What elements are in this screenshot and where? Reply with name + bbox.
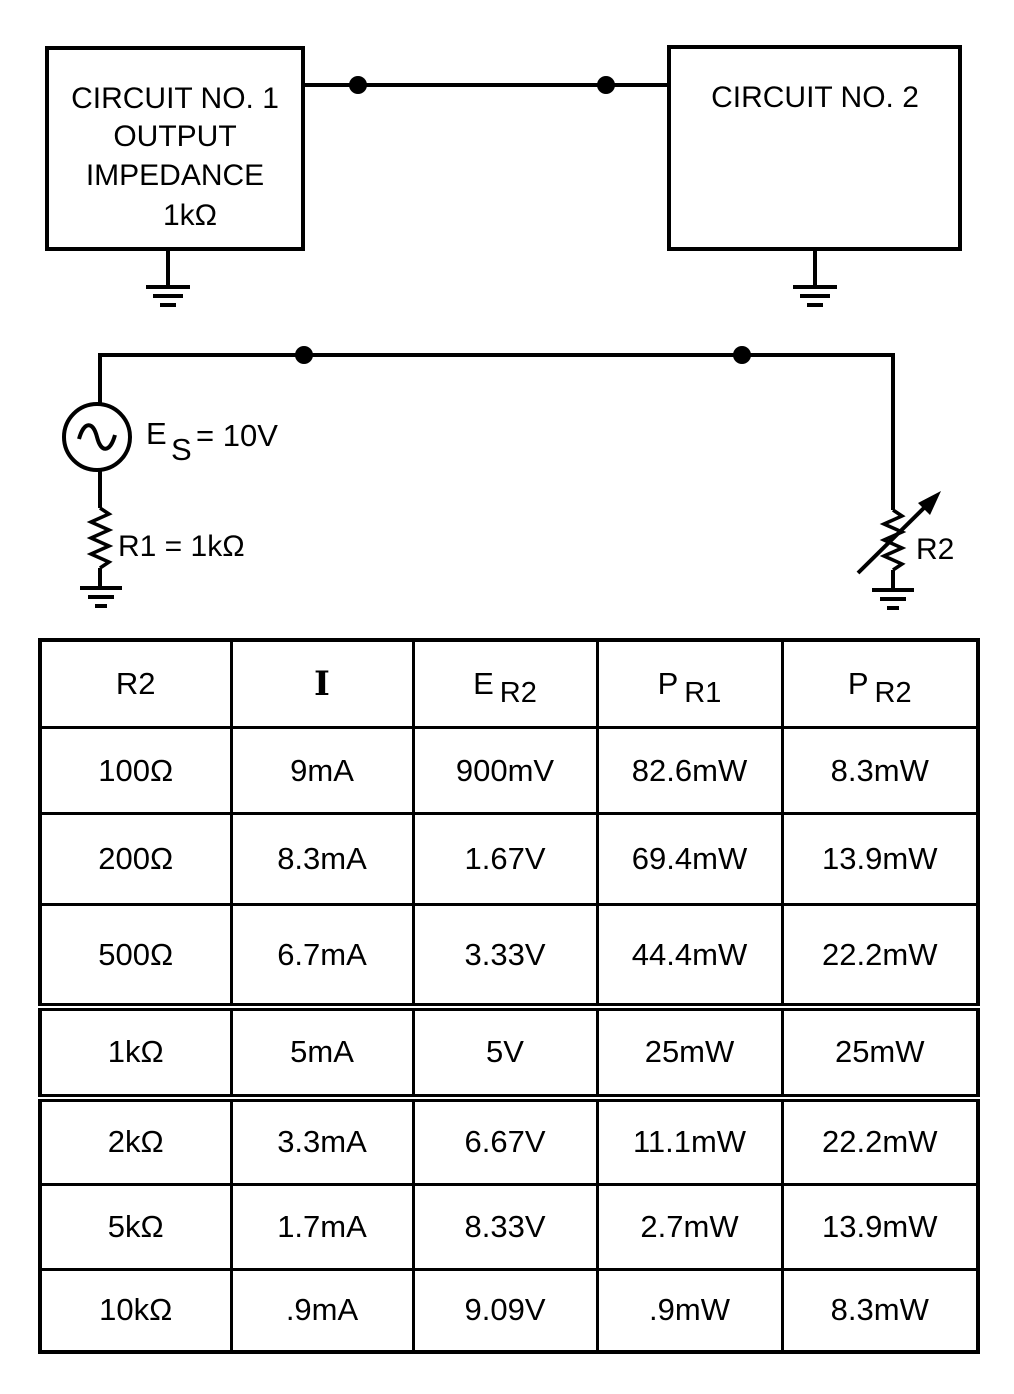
cell-current: 8.3mA	[229, 812, 415, 906]
circuit2-label: CIRCUIT NO. 2	[711, 81, 919, 114]
variable-arrow-icon	[856, 500, 932, 575]
cell-pr2: 8.3mW	[780, 1267, 980, 1354]
circuit1-line4: 1kΩ	[163, 199, 217, 232]
cell-r2: 500Ω	[38, 902, 233, 1012]
circuit1-box	[45, 46, 305, 251]
arrowhead-icon	[918, 491, 941, 515]
r1-label: R1 = 1kΩ	[118, 530, 245, 563]
resistor-icon	[86, 506, 114, 570]
table-row: 100Ω 9mA 900mV 82.6mW 8.3mW	[38, 725, 980, 816]
cell-r2: 5kΩ	[38, 1182, 233, 1271]
table-row: 2kΩ 3.3mA 6.67V 11.1mW 22.2mW	[38, 1096, 980, 1186]
header-r2: R2	[38, 638, 233, 729]
ground-icon	[80, 586, 122, 608]
cell-pr2: 8.3mW	[780, 725, 980, 816]
cell-pr2: 13.9mW	[780, 1182, 980, 1271]
cell-r2: 100Ω	[38, 725, 233, 816]
cell-r2: 200Ω	[38, 812, 233, 906]
circuit1-line3: IMPEDANCE	[86, 159, 264, 192]
cell-r2: 1kΩ	[38, 1005, 233, 1102]
cell-pr1: 11.1mW	[595, 1096, 784, 1186]
cell-er2: 9.09V	[411, 1267, 599, 1354]
cell-pr1: 25mW	[595, 1005, 784, 1102]
ground-icon	[146, 249, 190, 307]
circuit2-box	[667, 45, 962, 251]
junction-dot	[597, 76, 615, 94]
cell-current: 6.7mA	[229, 902, 415, 1012]
cell-current: .9mA	[229, 1267, 415, 1354]
circuit1-line1: CIRCUIT NO. 1	[71, 82, 279, 115]
junction-dot	[349, 76, 367, 94]
table-row: 10kΩ .9mA 9.09V .9mW 8.3mW	[38, 1267, 980, 1354]
cell-current: 9mA	[229, 725, 415, 816]
table-row: 500Ω 6.7mA 3.33V 44.4mW 22.2mW	[38, 902, 980, 1012]
ac-source-icon	[62, 402, 132, 472]
r2-label: R2	[916, 533, 954, 566]
cell-er2: 8.33V	[411, 1182, 599, 1271]
ground-icon	[872, 588, 914, 610]
cell-r2: 2kΩ	[38, 1096, 233, 1186]
source-value: = 10V	[196, 418, 278, 453]
header-current: I	[229, 638, 415, 729]
cell-pr2: 22.2mW	[780, 1096, 980, 1186]
cell-pr2: 22.2mW	[780, 902, 980, 1012]
cell-pr1: 69.4mW	[595, 812, 784, 906]
cell-current: 5mA	[229, 1005, 415, 1102]
circuit-diagram: CIRCUIT NO. 1 OUTPUT IMPEDANCE 1kΩ CIRCU…	[45, 45, 962, 610]
cell-pr1: 82.6mW	[595, 725, 784, 816]
source-letter: E	[146, 416, 167, 451]
cell-pr1: 2.7mW	[595, 1182, 784, 1271]
equivalent-circuit-wire	[98, 353, 895, 510]
cell-er2: 1.67V	[411, 812, 599, 906]
source-subscript: S	[171, 432, 192, 467]
cell-pr1: .9mW	[595, 1267, 784, 1354]
cell-pr2: 13.9mW	[780, 812, 980, 906]
cell-er2: 900mV	[411, 725, 599, 816]
table-row: 5kΩ 1.7mA 8.33V 2.7mW 13.9mW	[38, 1182, 980, 1271]
table-row: 1kΩ 5mA 5V 25mW 25mW	[38, 1005, 980, 1102]
junction-dot	[295, 346, 313, 364]
ground-icon	[793, 249, 837, 307]
cell-er2: 5V	[411, 1005, 599, 1102]
cell-current: 1.7mA	[229, 1182, 415, 1271]
cell-current: 3.3mA	[229, 1096, 415, 1186]
junction-dot	[733, 346, 751, 364]
cell-er2: 6.67V	[411, 1096, 599, 1186]
cell-pr2: 25mW	[780, 1005, 980, 1102]
circuit1-line2: OUTPUT	[113, 120, 236, 153]
variable-resistor-icon	[879, 508, 907, 572]
cell-pr1: 44.4mW	[595, 902, 784, 1012]
cell-er2: 3.33V	[411, 902, 599, 1012]
table-row: 200Ω 8.3mA 1.67V 69.4mW 13.9mW	[38, 812, 980, 906]
cell-r2: 10kΩ	[38, 1267, 233, 1354]
